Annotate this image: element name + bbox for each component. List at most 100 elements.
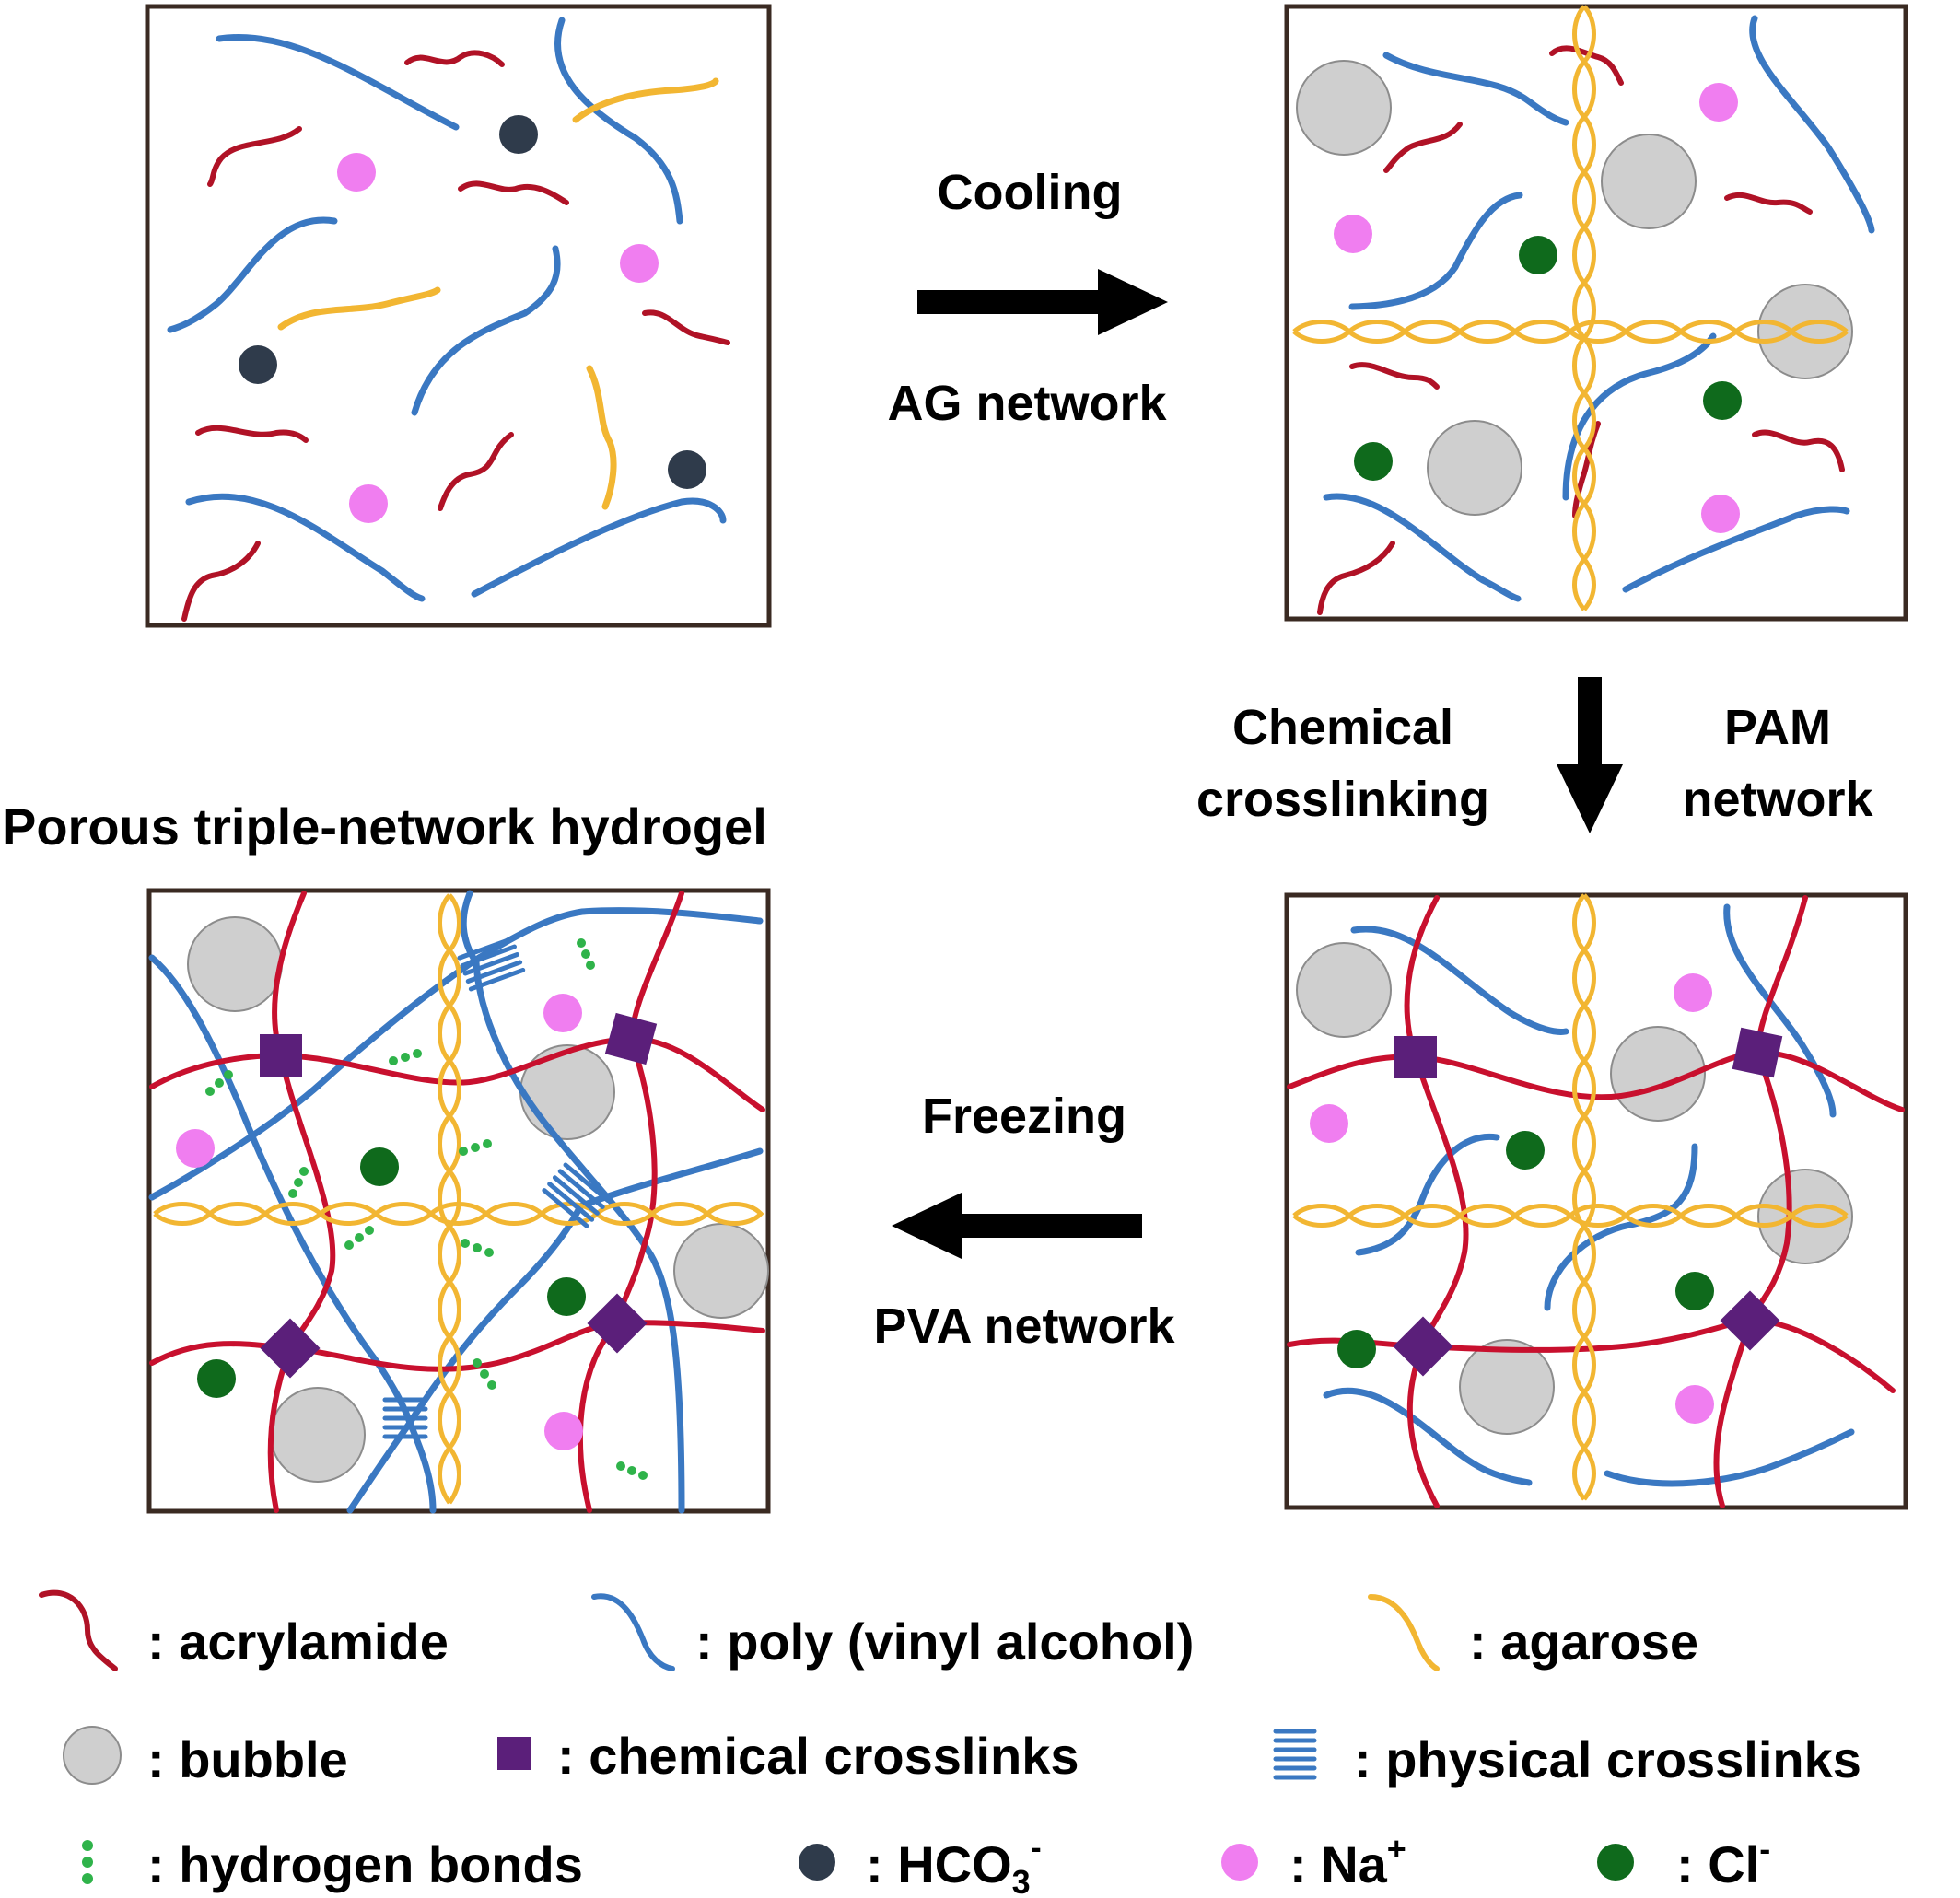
- na-ion: [1675, 1385, 1714, 1424]
- cl-ion: [1337, 1330, 1376, 1368]
- left-arrow: [892, 1193, 1142, 1259]
- hydrogen-bond: [288, 1167, 309, 1198]
- bubble: [1459, 1339, 1555, 1435]
- step-label: Cooling: [938, 165, 1123, 220]
- step-network-label: AG network: [887, 376, 1167, 431]
- hydrogen-bond: [577, 938, 595, 970]
- hydrogen-bond-legend-icon: [82, 1840, 93, 1884]
- hydrogen-bonds-legend-label: : hydrogen bonds: [147, 1835, 583, 1893]
- chemical-crosslink-legend-icon: [497, 1737, 531, 1770]
- panel-initial-solution: [145, 4, 772, 628]
- chemical-crosslink: [587, 1293, 648, 1354]
- na-ion: [543, 994, 582, 1032]
- panel-frame: [1284, 892, 1908, 1510]
- na-ion: [1674, 973, 1712, 1012]
- step-network-label: PVA network: [873, 1298, 1175, 1354]
- chemical-crosslinks-legend-label: : chemical crosslinks: [557, 1727, 1079, 1785]
- step-freezing: Freezing PVA network: [873, 1089, 1175, 1354]
- panel-ag-network: [1284, 4, 1908, 622]
- chemical-crosslink: [1720, 1290, 1780, 1351]
- hco3-ion: [668, 450, 706, 489]
- physical-crosslinks-legend-label: : physical crosslinks: [1354, 1730, 1861, 1788]
- cl-ion: [1519, 236, 1558, 274]
- panel-triple-network: [146, 888, 771, 1514]
- na-ion: [620, 244, 659, 283]
- chemical-crosslink: [260, 1034, 302, 1077]
- na-ion: [1310, 1104, 1348, 1143]
- na-ion: [1699, 83, 1738, 122]
- cl-ion: [1703, 381, 1742, 420]
- bubble: [1757, 1169, 1853, 1264]
- na-ion: [544, 1412, 583, 1450]
- bubble: [1610, 1026, 1706, 1122]
- cl-ion: [1675, 1272, 1714, 1310]
- bubble: [1757, 284, 1853, 379]
- hydrogen-bond: [472, 1358, 496, 1390]
- hco3-legend-icon: [799, 1844, 835, 1881]
- pva-legend-label: : poly (vinyl alcohol): [695, 1613, 1194, 1671]
- na-ion: [176, 1129, 215, 1168]
- cl-ion: [1506, 1131, 1545, 1170]
- hydrogen-bond: [344, 1226, 374, 1250]
- right-arrow: [917, 269, 1168, 335]
- hydrogen-bonds: [205, 938, 648, 1480]
- step-chemical-crosslinking: Chemical crosslinking PAM network: [1196, 677, 1873, 833]
- physical-crosslinks: [382, 937, 611, 1439]
- chemical-crosslink: [1732, 1027, 1783, 1078]
- panel-frame: [146, 888, 771, 1514]
- step-network-label: network: [1682, 772, 1873, 827]
- bubble: [1296, 60, 1392, 156]
- step-network-label: PAM: [1724, 700, 1831, 755]
- agarose-helix-network: [155, 895, 764, 1505]
- hco3-legend-label: : HCO3-: [866, 1828, 1042, 1898]
- cl-ion: [360, 1147, 399, 1186]
- pva-chains: [167, 17, 727, 602]
- step-cooling: Cooling AG network: [887, 165, 1168, 431]
- bubble: [187, 916, 283, 1012]
- physical-crosslink: [542, 1162, 611, 1228]
- step-label: Freezing: [922, 1089, 1126, 1144]
- agarose-legend-label: : agarose: [1469, 1613, 1698, 1671]
- cl-ion: [197, 1359, 236, 1398]
- acrylamide-monomers: [181, 50, 730, 622]
- cl-legend-icon: [1597, 1844, 1634, 1881]
- na-ion: [1334, 215, 1372, 253]
- step-label: Chemical: [1232, 700, 1453, 755]
- bubble: [270, 1387, 366, 1483]
- acrylamide-legend-icon: [39, 1589, 118, 1671]
- chemical-crosslink: [604, 1012, 658, 1065]
- panel-pam-network: [1284, 892, 1908, 1510]
- physical-crosslink: [457, 937, 526, 992]
- hydrogen-bond: [461, 1239, 494, 1257]
- down-arrow: [1557, 677, 1623, 833]
- pva-legend-icon: [591, 1593, 675, 1671]
- physical-crosslink: [382, 1397, 428, 1439]
- legend: : acrylamide : poly (vinyl alcohol) : ag…: [39, 1589, 1861, 1898]
- bubble: [1601, 134, 1697, 229]
- chemical-crosslink: [1393, 1316, 1453, 1377]
- bubble-legend-label: : bubble: [147, 1730, 348, 1788]
- bubble: [1296, 942, 1392, 1038]
- agarose-chains: [277, 77, 719, 510]
- pva-chains: [1323, 15, 1875, 602]
- na-legend-icon: [1221, 1844, 1258, 1881]
- cl-ion: [547, 1277, 586, 1316]
- bubble: [673, 1223, 769, 1319]
- bubble: [1427, 420, 1522, 516]
- agarose-legend-icon: [1368, 1594, 1440, 1671]
- cl-ion: [1354, 442, 1393, 481]
- cl-legend-label: : Cl-: [1676, 1830, 1770, 1893]
- hydrogen-bond: [616, 1461, 648, 1480]
- agarose-helix-network: [1294, 895, 1847, 1501]
- chemical-crosslink: [1394, 1036, 1437, 1078]
- acrylamide-legend-label: : acrylamide: [147, 1613, 449, 1671]
- na-legend-label: : Na+: [1289, 1830, 1406, 1893]
- na-ion: [337, 153, 376, 192]
- acrylamide-monomers: [1317, 45, 1845, 615]
- step-label: crosslinking: [1196, 772, 1489, 827]
- hydrogen-bond: [205, 1070, 233, 1096]
- hydrogen-bond: [459, 1139, 492, 1156]
- panel-frame: [1284, 4, 1908, 622]
- bubble-legend-icon: [63, 1726, 122, 1785]
- hco3-ion: [239, 345, 277, 384]
